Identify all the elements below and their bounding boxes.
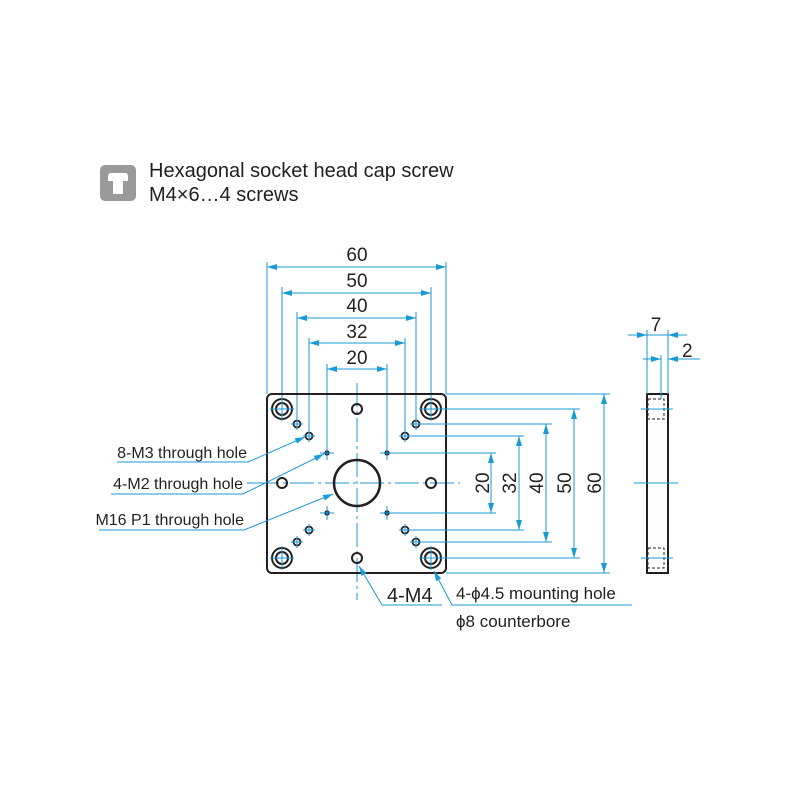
dim-50-horizontal: 50 [346,271,367,292]
dim-60-vertical: 60 [585,472,606,493]
callout-mounting-hole: 4-ϕ4.5 mounting hole [456,584,616,603]
dim-60-horizontal: 60 [346,245,367,266]
dim-20-vertical: 20 [473,472,494,493]
screw-quantity: M4×6…4 screws [149,184,299,206]
dim-50-vertical: 50 [555,472,576,493]
vertical-dimensions [387,393,610,574]
dim-32-horizontal: 32 [346,322,367,343]
callout-counterbore: ϕ8 counterbore [456,612,570,631]
callout-4-m2: 4-M2 through hole [113,476,243,493]
m4-holes [276,403,437,564]
dim-40-horizontal: 40 [346,296,367,317]
callout-4-m4: 4-M4 [387,585,433,607]
dim-40-vertical: 40 [527,472,548,493]
plate-outline [266,393,447,574]
callout-8-m3: 8-M3 through hole [117,445,247,462]
dim-32-vertical: 32 [500,472,521,493]
side-view [628,330,700,574]
hex-socket-screw-icon [100,165,136,201]
m16-center-hole [332,458,382,508]
screw-title: Hexagonal socket head cap screw [149,160,454,182]
side-dim-thickness-7: 7 [651,315,662,336]
horizontal-dimensions [266,262,447,455]
callout-m16: M16 P1 through hole [95,512,244,529]
side-dim-counterbore-2: 2 [682,341,693,362]
callout-leaders [99,436,632,606]
dim-20-horizontal: 20 [346,348,367,369]
